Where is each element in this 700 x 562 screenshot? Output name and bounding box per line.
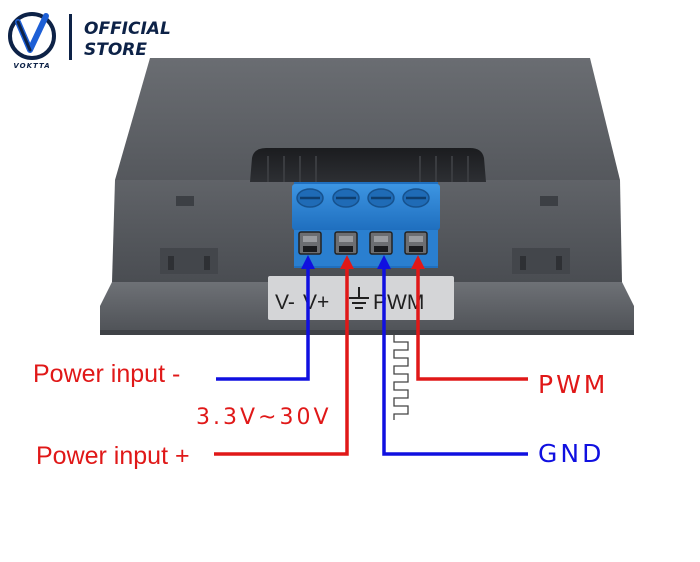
store-line-2: STORE (84, 40, 147, 60)
brand-name: VOKTTA (13, 62, 50, 70)
diagram-labels: Power input - 3.3V~30V Power input + PWM… (33, 360, 608, 470)
label-gnd: GND (538, 439, 604, 468)
wire-gnd (377, 255, 528, 456)
wire-power-positive (214, 255, 354, 456)
label-power-input-negative: Power input - (33, 360, 180, 388)
pwm-waveform-icon (393, 334, 409, 420)
pin-label-pwm: PWM (373, 291, 424, 314)
label-power-input-positive: Power input + (36, 442, 190, 470)
logo-divider (69, 14, 72, 60)
ground-symbol (349, 287, 369, 309)
label-pwm: PWM (538, 370, 608, 399)
enclosure-slot (250, 148, 486, 182)
wire-pwm (411, 255, 528, 381)
brand-logo: VOKTTA OFFICIAL STORE (8, 12, 171, 70)
logo-ring (8, 12, 56, 60)
terminal-block (292, 182, 440, 268)
wire-power-negative (216, 255, 315, 381)
wiring-arrows (214, 255, 528, 456)
right-side-clip (512, 196, 570, 274)
left-side-clip (160, 196, 218, 274)
enclosure-top (115, 58, 620, 180)
pin-label-v-neg: V- (275, 291, 295, 314)
label-voltage-range: 3.3V~30V (196, 405, 332, 430)
store-line-1: OFFICIAL (84, 19, 171, 39)
